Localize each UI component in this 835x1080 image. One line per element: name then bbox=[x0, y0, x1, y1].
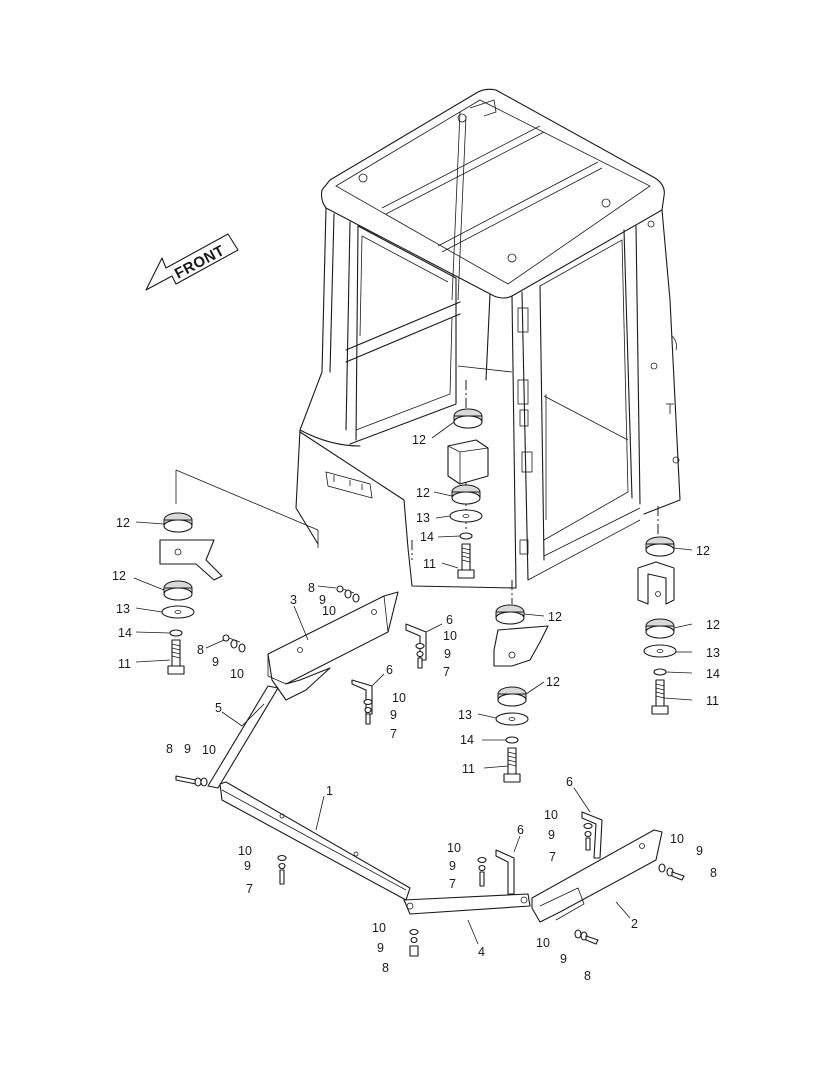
callout-10: 10 bbox=[536, 936, 550, 950]
operator-cab bbox=[295, 88, 681, 589]
callout-13: 13 bbox=[706, 646, 720, 660]
callout-12: 12 bbox=[548, 610, 562, 624]
callout-7: 7 bbox=[390, 727, 397, 741]
callout-8: 8 bbox=[166, 742, 173, 756]
callout-14: 14 bbox=[118, 626, 132, 640]
callout-12: 12 bbox=[416, 486, 430, 500]
callout-14: 14 bbox=[420, 530, 434, 544]
callout-9: 9 bbox=[449, 859, 456, 873]
front-direction-arrow: FRONT bbox=[145, 233, 239, 291]
callout-10: 10 bbox=[392, 691, 406, 705]
callout-7: 7 bbox=[549, 850, 556, 864]
callout-6: 6 bbox=[566, 775, 573, 789]
callout-7: 7 bbox=[246, 882, 253, 896]
left-mount-stack bbox=[159, 512, 223, 675]
callout-12: 12 bbox=[112, 569, 126, 583]
frame-brackets bbox=[207, 591, 663, 923]
callout-10: 10 bbox=[544, 808, 558, 822]
callout-13: 13 bbox=[458, 708, 472, 722]
center-mount-stack bbox=[447, 408, 489, 579]
callout-11: 11 bbox=[118, 657, 131, 671]
callout-13: 13 bbox=[116, 602, 130, 616]
callout-10: 10 bbox=[238, 844, 252, 858]
callout-8: 8 bbox=[197, 643, 204, 657]
callout-8: 8 bbox=[382, 961, 389, 975]
callout-7: 7 bbox=[443, 665, 450, 679]
callout-10: 10 bbox=[372, 921, 386, 935]
callout-7: 7 bbox=[449, 877, 456, 891]
callout-11: 11 bbox=[706, 694, 719, 708]
callout-6: 6 bbox=[517, 823, 524, 837]
callout-12: 12 bbox=[412, 433, 426, 447]
callout-6: 6 bbox=[446, 613, 453, 627]
callout-14: 14 bbox=[706, 667, 720, 681]
leader-lines bbox=[133, 421, 693, 945]
callout-10: 10 bbox=[202, 743, 216, 757]
callout-11: 11 bbox=[423, 557, 436, 571]
callout-9: 9 bbox=[444, 647, 451, 661]
callout-1: 1 bbox=[326, 784, 333, 798]
callout-10: 10 bbox=[230, 667, 244, 681]
callout-8: 8 bbox=[710, 866, 717, 880]
callout-9: 9 bbox=[560, 952, 567, 966]
callout-11: 11 bbox=[462, 762, 475, 776]
callout-12: 12 bbox=[546, 675, 560, 689]
callout-9: 9 bbox=[244, 859, 251, 873]
callout-2: 2 bbox=[631, 917, 638, 931]
callout-10: 10 bbox=[322, 604, 336, 618]
callout-9: 9 bbox=[319, 593, 326, 607]
callout-13: 13 bbox=[416, 511, 430, 525]
callout-12: 12 bbox=[116, 516, 130, 530]
callout-12: 12 bbox=[696, 544, 710, 558]
callout-9: 9 bbox=[184, 742, 191, 756]
callout-4: 4 bbox=[478, 945, 485, 959]
callout-numbers: 1 2 3 4 5 6 6 6 6 7 7 7 7 7 8 8 8 8 8 8 … bbox=[112, 433, 720, 983]
fasteners bbox=[175, 585, 685, 957]
callout-8: 8 bbox=[308, 581, 315, 595]
rear-center-mount-stack bbox=[493, 604, 549, 783]
right-mount-stack bbox=[637, 536, 677, 715]
callout-9: 9 bbox=[548, 828, 555, 842]
callout-10: 10 bbox=[447, 841, 461, 855]
callout-5: 5 bbox=[215, 701, 222, 715]
callout-9: 9 bbox=[212, 655, 219, 669]
front-label: FRONT bbox=[172, 242, 228, 282]
callout-10: 10 bbox=[670, 832, 684, 846]
callout-9: 9 bbox=[696, 844, 703, 858]
callout-9: 9 bbox=[390, 708, 397, 722]
callout-6: 6 bbox=[386, 663, 393, 677]
callout-14: 14 bbox=[460, 733, 474, 747]
callout-10: 10 bbox=[443, 629, 457, 643]
callout-9: 9 bbox=[377, 941, 384, 955]
callout-3: 3 bbox=[290, 593, 297, 607]
callout-12: 12 bbox=[706, 618, 720, 632]
callout-8: 8 bbox=[584, 969, 591, 983]
